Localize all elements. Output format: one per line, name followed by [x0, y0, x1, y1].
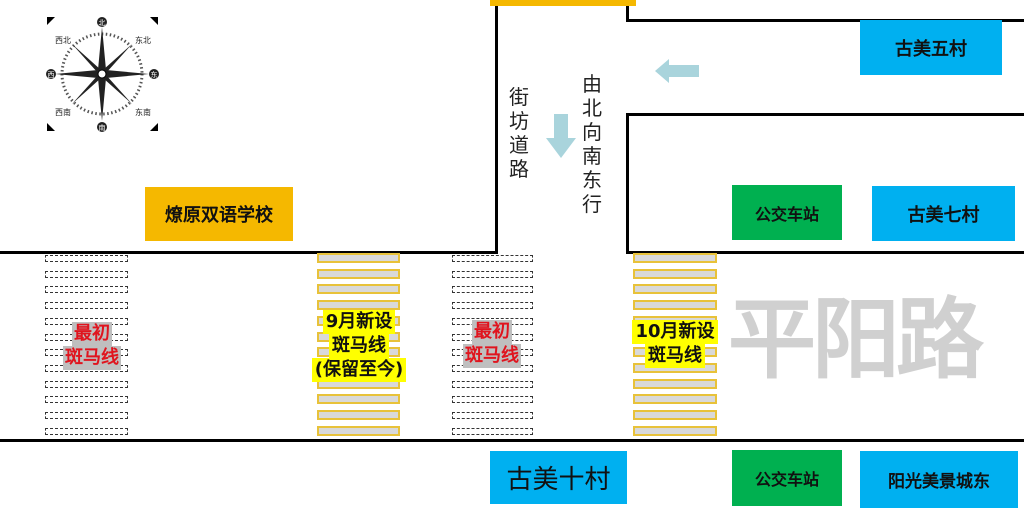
compass-nw: 西北: [55, 36, 71, 45]
label-line: 斑马线: [645, 344, 705, 368]
crosswalk-stripe: [633, 253, 717, 263]
school-label: 燎原双语学校: [145, 187, 293, 241]
char: 道: [509, 133, 529, 157]
char: 街: [509, 85, 529, 109]
char: 北: [582, 96, 602, 120]
crosswalk-stripe: [452, 380, 533, 388]
char: 南: [582, 144, 602, 168]
crosswalk-stripe: [633, 394, 717, 405]
road-edge-north-right: [626, 251, 1024, 254]
gumei10-label: 古美十村: [490, 451, 627, 504]
main-road-name: 平阳路: [728, 288, 984, 391]
char: 路: [509, 157, 529, 181]
label-line: 10月新设: [632, 320, 718, 344]
char: 东: [582, 168, 602, 192]
crosswalk-stripe: [633, 268, 717, 279]
crosswalk-stripe: [452, 396, 533, 404]
crosswalk-stripe: [317, 410, 400, 420]
label-original-right: 最初 斑马线: [452, 320, 532, 368]
crosswalk-stripe: [633, 378, 717, 389]
crosswalk-stripe: [317, 268, 400, 279]
direction-text: 由 北 向 南 东 行: [580, 72, 604, 216]
char: 坊: [509, 109, 529, 133]
crosswalk-stripe: [317, 253, 400, 263]
label-september: 9月新设 斑马线 (保留至今): [298, 310, 420, 382]
compass-n: 北: [99, 19, 106, 27]
compass-sw: 西南: [55, 107, 71, 117]
crosswalk-stripe: [45, 302, 128, 310]
yangguang-label: 阳光美景城东: [860, 451, 1018, 508]
gumei5-label: 古美五村: [860, 20, 1002, 75]
gumei7-label: 古美七村: [872, 186, 1015, 241]
side-road-west-edge: [495, 0, 498, 254]
arrow-down-icon: [546, 114, 576, 158]
label-line: 最初: [72, 322, 112, 346]
crosswalk-stripe: [45, 255, 128, 262]
label-line: 斑马线: [463, 344, 521, 368]
char: 向: [582, 120, 602, 144]
crosswalk-stripe: [45, 270, 128, 278]
road-edge-south: [0, 439, 1024, 442]
label-line: 斑马线: [63, 346, 121, 370]
label-line: 9月新设: [322, 310, 396, 334]
compass-rose-icon: 北 南 西 东 西北 东北 西南 东南: [46, 17, 159, 132]
arrow-left-icon: [655, 59, 699, 83]
bus-stop-south: 公交车站: [732, 450, 842, 506]
compass-se: 东南: [135, 107, 151, 117]
crosswalk-stripe: [317, 300, 400, 311]
block-edge-middle: [626, 113, 1024, 116]
label-original-left: 最初 斑马线: [52, 322, 132, 370]
label-line: 斑马线: [329, 334, 389, 358]
crosswalk-stripe: [452, 302, 533, 310]
block-edge-top: [626, 19, 1024, 22]
char: 行: [582, 192, 602, 216]
compass-s: 南: [99, 123, 106, 132]
crosswalk-stripe: [452, 255, 533, 262]
side-road-east-edge-bottom: [626, 113, 629, 254]
crosswalk-stripe: [45, 380, 128, 388]
side-road-name: 街 坊 道 路: [507, 85, 531, 181]
crosswalk-stripe: [45, 396, 128, 404]
crosswalk-stripe: [45, 286, 128, 294]
crosswalk-stripe: [317, 425, 400, 436]
top-marker-box: [490, 0, 636, 6]
crosswalk-stripe: [317, 284, 400, 295]
crosswalk-stripe: [633, 284, 717, 295]
char: 由: [582, 72, 602, 96]
crosswalk-stripe: [633, 410, 717, 420]
compass-w: 西: [48, 71, 55, 79]
compass-ne: 东北: [135, 35, 151, 45]
label-line: 最初: [472, 320, 512, 344]
label-october: 10月新设 斑马线: [620, 320, 730, 368]
crosswalk-stripe: [45, 412, 128, 419]
label-line: (保留至今): [311, 358, 407, 382]
compass-e: 东: [151, 70, 158, 79]
road-edge-north-left: [0, 251, 498, 254]
crosswalk-stripe: [452, 427, 533, 435]
crosswalk-stripe: [45, 427, 128, 435]
crosswalk-stripe: [633, 425, 717, 436]
crosswalk-stripe: [452, 270, 533, 278]
crosswalk-stripe: [317, 394, 400, 405]
crosswalk-stripe: [452, 286, 533, 294]
bus-stop-north: 公交车站: [732, 185, 842, 240]
crosswalk-stripe: [452, 412, 533, 419]
crosswalk-stripe: [633, 300, 717, 311]
side-road-east-edge-top: [626, 0, 629, 22]
